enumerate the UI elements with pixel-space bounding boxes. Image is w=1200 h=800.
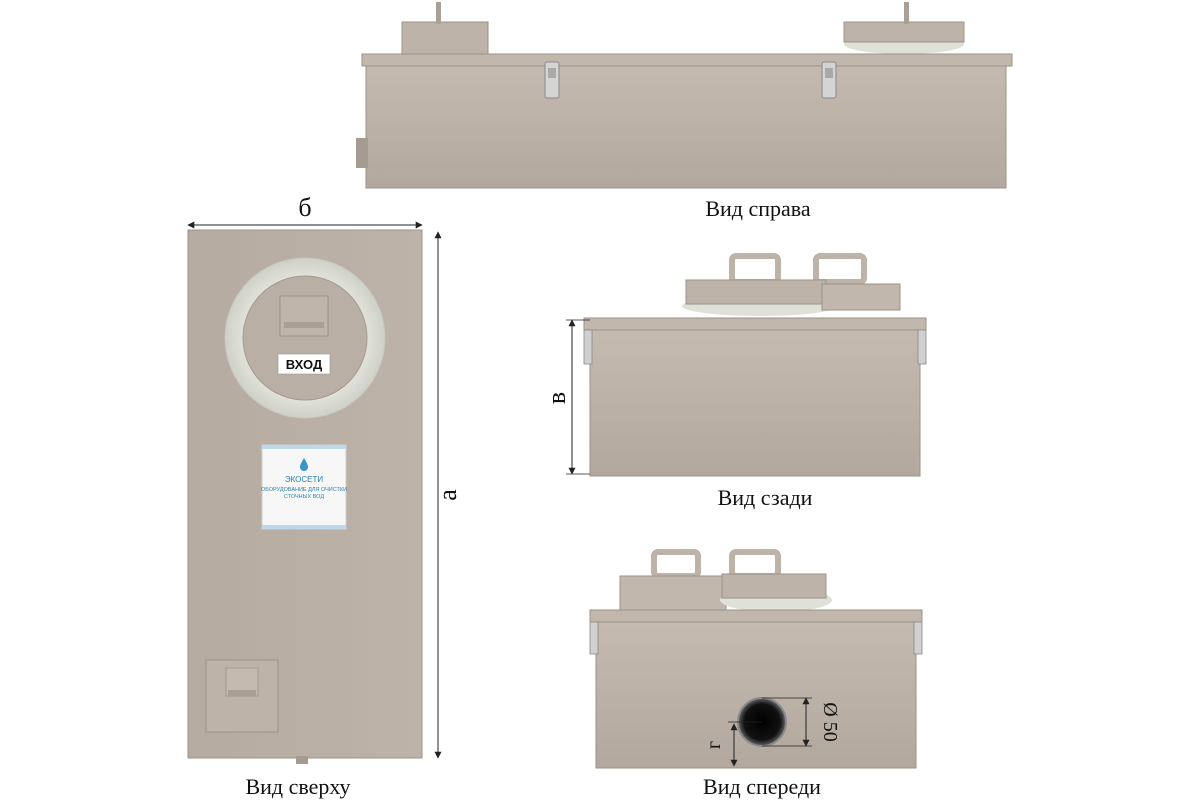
back-view-handle-right <box>813 253 867 285</box>
inlet-label: ВХОД <box>286 357 323 372</box>
nameplate: ЭКОСЕТИ ОБОРУДОВАНИЕ ДЛЯ ОЧИСТКИ СТОЧНЫХ… <box>261 444 347 530</box>
right-view-inlet-box <box>401 21 489 57</box>
back-view-lid-round <box>685 279 827 305</box>
top-view-inlet-lid <box>242 275 368 401</box>
front-view-latch-right <box>913 621 923 655</box>
front-view-lid-round <box>721 573 827 599</box>
front-view-handle-right <box>729 549 781 579</box>
dim-height-label: в <box>542 392 571 404</box>
right-view-side-nozzle <box>356 138 368 168</box>
back-view: в Вид сзади <box>542 253 927 510</box>
back-view-handle-left <box>729 253 781 285</box>
nameplate-tagline-1: ОБОРУДОВАНИЕ ДЛЯ ОЧИСТКИ <box>261 487 347 493</box>
front-view-handle-left <box>651 549 701 579</box>
front-view-caption: Вид спереди <box>703 774 821 799</box>
right-view-inlet-rod <box>436 2 441 24</box>
nameplate-brand: ЭКОСЕТИ <box>285 475 324 484</box>
right-view-body <box>365 65 1007 189</box>
dim-offset-label: г <box>703 741 725 749</box>
back-view-latch-right <box>917 329 927 365</box>
top-view-outlet-box <box>205 659 279 733</box>
right-view-caption: Вид справа <box>705 196 811 221</box>
right-view-latch-right <box>821 61 837 99</box>
top-view-inlet-handle <box>279 295 329 337</box>
back-view-body <box>589 329 921 477</box>
front-view-top-rim <box>589 609 923 623</box>
right-view-latch-left <box>544 61 560 99</box>
top-view: б ВХОД ЭКОСЕТИ ОБОРУДОВАНИЕ ДЛЯ ОЧИСТКИ … <box>187 193 462 799</box>
dim-length-label: а <box>433 489 462 501</box>
nameplate-tagline-2: СТОЧНЫХ ВОД <box>284 494 324 500</box>
nameplate-drop-icon <box>300 458 308 471</box>
inlet-label-bg <box>277 353 331 375</box>
dim-width-label: б <box>298 193 311 222</box>
front-view-lid-square <box>619 575 727 611</box>
top-view-caption: Вид сверху <box>245 774 350 799</box>
top-view-nozzle <box>296 756 308 764</box>
dim-diameter-label: Ø 50 <box>819 702 841 741</box>
back-view-latch-left <box>583 329 593 365</box>
right-view: Вид справа <box>356 2 1013 221</box>
right-view-lid-rod <box>904 2 909 24</box>
back-view-caption: Вид сзади <box>718 485 813 510</box>
front-view: Ø 50 г Вид спереди <box>589 549 923 799</box>
front-view-latch-left <box>589 621 599 655</box>
right-view-lid <box>843 21 965 43</box>
right-view-top-rim <box>361 53 1013 67</box>
back-view-top-rim <box>583 317 927 331</box>
back-view-lid-square <box>821 283 901 311</box>
